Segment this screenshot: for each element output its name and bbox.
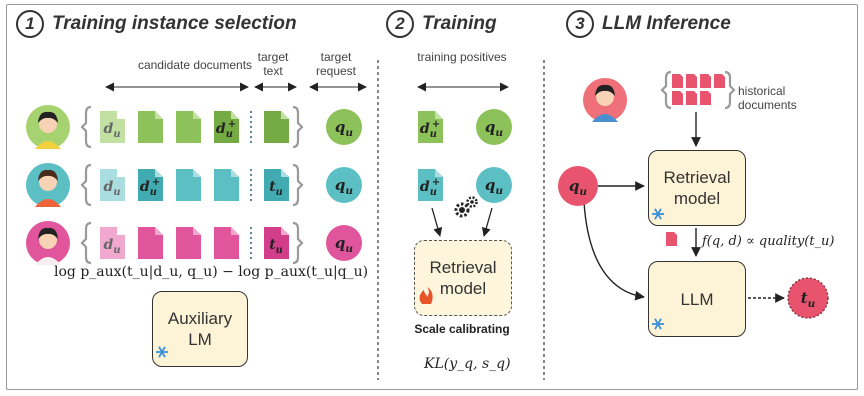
svg-text:du+: du+ <box>140 177 160 198</box>
query-circle-1: qu <box>326 109 362 145</box>
query-circle-2: qu <box>326 167 362 203</box>
row-brace-right-2 <box>292 163 304 207</box>
target-text-doc-3: tu <box>264 227 289 259</box>
section1-number: 1 <box>16 10 44 38</box>
svg-text:qu: qu <box>569 177 588 198</box>
scale-calibrating-caption: Scale calibrating <box>414 322 510 336</box>
historical-brace-left <box>660 70 672 110</box>
candidate-documents-label: candidate documents <box>137 58 253 72</box>
pos-doc-arrow <box>431 207 443 237</box>
target-text-label: target text <box>257 50 289 78</box>
llm-box: LLM <box>648 261 746 337</box>
frozen-icon-llm <box>652 318 664 330</box>
inference-user-avatar <box>583 78 627 122</box>
target-request-label: target request <box>315 50 357 78</box>
svg-text:tu: tu <box>269 179 283 198</box>
svg-text:qu: qu <box>335 118 354 139</box>
fire-icon <box>419 287 433 304</box>
positive-doc-2: du+ <box>418 169 443 201</box>
row-brace-right-3 <box>292 221 304 265</box>
svg-text:du+: du+ <box>420 177 440 198</box>
svg-text:du: du <box>104 179 121 198</box>
section3-number: 3 <box>566 10 594 38</box>
output-circle: tu <box>787 277 829 319</box>
llm-label: LLM <box>680 289 714 309</box>
query-circle-3: qu <box>326 225 362 261</box>
svg-text:qu: qu <box>485 118 504 139</box>
candidate-doc-1-4: du+ <box>214 111 239 143</box>
historical-doc-2 <box>686 74 697 88</box>
section2-title: Training <box>422 13 497 35</box>
user-avatar-3 <box>26 221 70 265</box>
candidate-doc-3-1: du <box>100 227 125 259</box>
candidate-doc-2-4 <box>214 169 239 201</box>
svg-text:qu: qu <box>335 234 354 255</box>
query-to-llm-arrow <box>583 201 645 301</box>
historical-doc-5 <box>672 91 683 105</box>
auxiliary-lm-box: Auxiliary LM <box>152 291 248 367</box>
figure-frame <box>6 4 858 390</box>
training-retrieval-model-label: Retrieval model <box>429 258 497 298</box>
historical-doc-7 <box>700 91 711 105</box>
auxiliary-lm-label: Auxiliary LM <box>167 309 233 349</box>
score-doc-icon <box>666 232 677 246</box>
candidate-doc-1-3 <box>176 111 201 143</box>
section1-title: Training instance selection <box>52 13 297 35</box>
aux-formula: log p_aux(t_u|d_u, q_u) − log p_aux(t_u|… <box>54 264 369 280</box>
svg-text:du+: du+ <box>216 119 236 140</box>
candidate-doc-1-1: du <box>100 111 125 143</box>
historical-doc-3 <box>700 74 711 88</box>
candidate-doc-2-2: du+ <box>138 169 163 201</box>
section2-number: 2 <box>386 10 414 38</box>
frozen-icon-retrieval <box>652 208 664 220</box>
candidate-doc-3-4 <box>214 227 239 259</box>
inference-retrieval-model-label: Retrieval model <box>663 168 731 208</box>
candidate-doc-2-3 <box>176 169 201 201</box>
pos-query-arrow <box>481 207 493 237</box>
positive-query-2: qu <box>476 167 512 203</box>
section1-header: 1 Training instance selection <box>16 10 297 38</box>
user-avatar-1 <box>26 105 70 149</box>
positive-doc-1: du+ <box>418 111 443 143</box>
svg-text:du+: du+ <box>420 119 440 140</box>
section3-title: LLM Inference <box>602 13 731 35</box>
historical-documents-label: historical documents <box>738 84 797 112</box>
user-avatar-2 <box>26 163 70 207</box>
training-positives-label: training positives <box>417 50 507 64</box>
target-text-doc-1 <box>264 111 289 143</box>
historical-brace-right <box>724 70 736 110</box>
target-text-doc-2: tu <box>264 169 289 201</box>
row-brace-left-3 <box>80 221 92 265</box>
inference-retrieval-model-box: Retrieval model <box>648 150 746 226</box>
candidate-doc-1-2 <box>138 111 163 143</box>
kl-formula: KL(y_q, s_q) <box>424 356 511 372</box>
svg-text:qu: qu <box>335 176 354 197</box>
historical-doc-6 <box>686 91 697 105</box>
section3-header: 3 LLM Inference <box>566 10 731 38</box>
candidate-doc-3-2 <box>138 227 163 259</box>
candidate-doc-2-1: du <box>100 169 125 201</box>
gear-icon <box>454 196 478 218</box>
svg-text:du: du <box>104 121 121 140</box>
row-brace-left-1 <box>80 105 92 149</box>
frozen-icon-aux <box>156 346 168 358</box>
positive-query-1: qu <box>476 109 512 145</box>
svg-text:du: du <box>104 237 121 256</box>
row-brace-left-2 <box>80 163 92 207</box>
historical-doc-4 <box>714 74 725 88</box>
svg-text:tu: tu <box>801 289 816 310</box>
svg-text:qu: qu <box>485 176 504 197</box>
historical-doc-1 <box>672 74 683 88</box>
section2-header: 2 Training <box>386 10 497 38</box>
inference-query-circle: qu <box>558 166 598 206</box>
score-function: f(q, d) ∝ quality(t_u) <box>702 234 835 249</box>
row-brace-right-1 <box>292 105 304 149</box>
svg-text:tu: tu <box>269 237 283 256</box>
candidate-doc-3-3 <box>176 227 201 259</box>
